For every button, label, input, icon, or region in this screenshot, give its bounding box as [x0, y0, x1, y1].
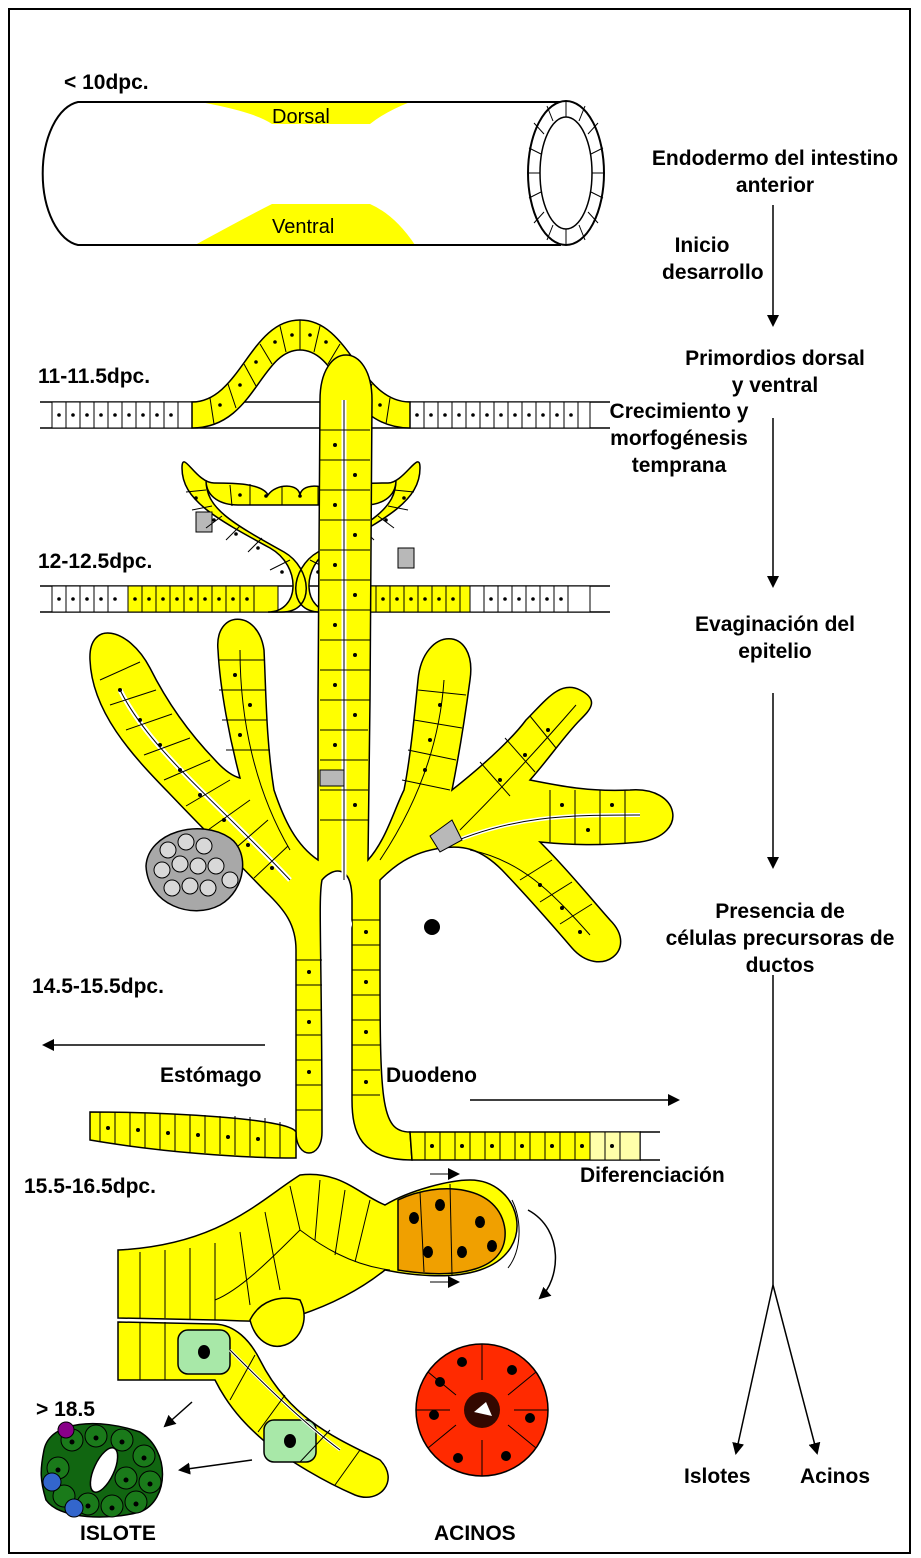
stage-label-6: > 18.5	[36, 1398, 95, 1422]
duodenum-label: Duodeno	[386, 1064, 477, 1088]
stage-label-4: 14.5-15.5dpc.	[32, 975, 164, 999]
stage-label-3: 12-12.5dpc.	[38, 550, 152, 574]
step-duct-precursors: Presencia de células precursoras de duct…	[640, 898, 920, 979]
step-evagination: Evaginación del epitelio	[640, 611, 910, 665]
step-growth-text: Crecimiento y	[594, 398, 764, 425]
stage4-branching	[90, 355, 673, 1160]
islet	[41, 1422, 162, 1517]
precursor-cell-dark	[424, 919, 440, 935]
step-growth-text-3: temprana	[594, 452, 764, 479]
flow-arrow-acini	[773, 1285, 817, 1453]
stage-label-2: 11-11.5dpc.	[38, 365, 150, 389]
flow-arrow-islets	[736, 1285, 773, 1453]
islets-outcome: Islotes	[684, 1463, 751, 1490]
step-growth-text-2: morfogénesis	[594, 425, 764, 452]
acini-outcome: Acinos	[800, 1463, 870, 1490]
dorsal-label: Dorsal	[272, 106, 330, 129]
ventral-label: Ventral	[272, 216, 334, 239]
islet-label: ISLOTE	[80, 1522, 156, 1546]
stage-label-5: 15.5-16.5dpc.	[24, 1175, 156, 1199]
step-initiation: Inicio desarrollo	[662, 232, 742, 286]
step-primordia: Primordios dorsal y ventral	[640, 345, 910, 399]
step-differentiation: Diferenciación	[580, 1162, 725, 1189]
stage2-bud	[192, 320, 410, 428]
lumen-opening	[336, 916, 352, 932]
stage3-gray-cell	[196, 512, 212, 532]
stage4-tree	[90, 355, 673, 1160]
stomach-label: Estómago	[160, 1064, 262, 1088]
step-foregut-endoderm: Endodermo del intestino anterior	[630, 145, 920, 199]
stage-label-1: < 10dpc.	[64, 71, 149, 95]
acinus	[416, 1344, 548, 1476]
acini-label: ACINOS	[434, 1522, 516, 1546]
